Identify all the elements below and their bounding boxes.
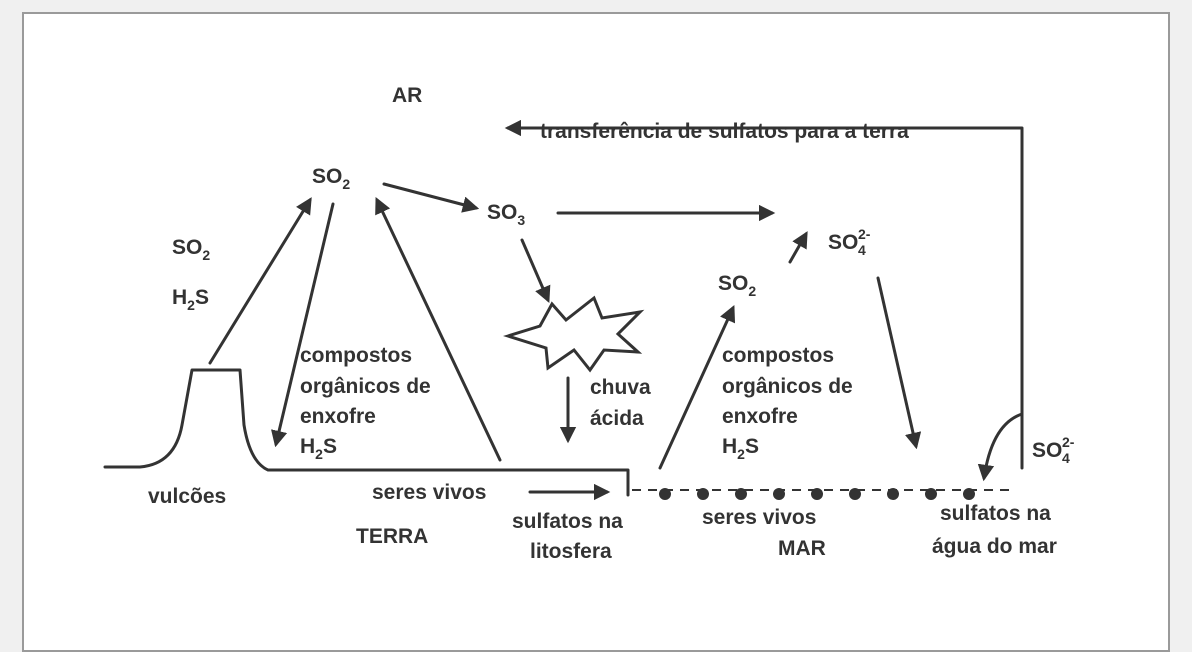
arrow-curve-to-sea: [977, 412, 1024, 482]
label-mar: MAR: [778, 537, 826, 560]
formula-so4-edge: SO2-4: [1032, 434, 1075, 466]
acid-rain-burst-icon: [502, 295, 645, 373]
label-seres-vivos-terra: seres vivos: [372, 481, 486, 504]
label-compostos-right-3: enxofre: [722, 405, 798, 428]
arrow-so3-to-burst: [520, 238, 551, 304]
formula-so2-right: SO2: [718, 272, 756, 299]
arrow-so2-to-so3: [382, 182, 480, 213]
label-chuva: chuva: [590, 376, 651, 399]
label-compostos-left-2: orgânicos de: [300, 375, 431, 398]
formula-h2s-mid: H2S: [300, 435, 337, 462]
label-compostos-right-2: orgânicos de: [722, 375, 853, 398]
label-compostos-left-3: enxofre: [300, 405, 376, 428]
label-terra: TERRA: [356, 525, 428, 548]
sea-life-dots: [659, 488, 975, 500]
volcano-ground-line: [103, 368, 630, 497]
formula-h2s-right: H2S: [722, 435, 759, 462]
flow-arrows: [208, 119, 1024, 501]
label-compostos-left-1: compostos: [300, 344, 412, 367]
arrow-land-up-to-so2: [375, 197, 502, 462]
label-compostos-right-1: compostos: [722, 344, 834, 367]
label-sulfatos-mar-2: água do mar: [932, 535, 1057, 558]
arrow-volcano-to-so2: [208, 197, 312, 365]
arrow-so2-down-to-h2s: [271, 202, 335, 448]
arrow-so4-to-sea: [876, 276, 922, 450]
formula-so2-left: SO2: [172, 236, 210, 263]
formula-so4-upper: SO2-4: [828, 226, 871, 258]
label-ar: AR: [392, 84, 422, 107]
formula-so3: SO3: [487, 201, 525, 228]
formula-h2s-left: H2S: [172, 286, 209, 313]
label-sulfatos-litosfera-2: litosfera: [530, 540, 612, 563]
label-acida: ácida: [590, 407, 644, 430]
sulfur-cycle-diagram: AR transferência de sulfatos para a terr…: [103, 84, 1075, 563]
arrow-so2-to-so4: [788, 231, 808, 264]
formula-so2-top: SO2: [312, 165, 350, 192]
arrow-sea-to-so2: [658, 304, 736, 470]
label-vulcoes: vulcões: [148, 485, 226, 508]
label-sulfatos-litosfera-1: sulfatos na: [512, 510, 623, 533]
label-transfer: transferência de sulfatos para a terra: [540, 120, 909, 143]
label-seres-vivos-mar: seres vivos: [702, 506, 816, 529]
label-sulfatos-mar-1: sulfatos na: [940, 502, 1051, 525]
arrow-transfer-to-land: [504, 119, 1024, 470]
